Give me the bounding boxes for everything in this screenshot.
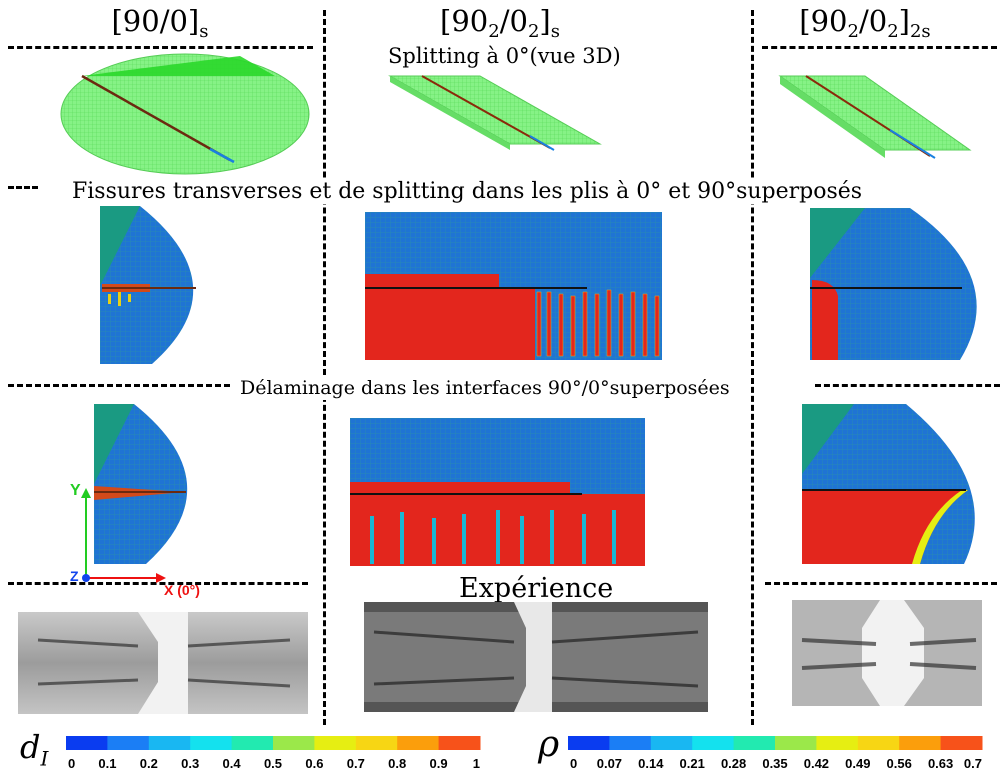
colorbar-segment <box>107 736 150 750</box>
colorbar-tick-label: 0.14 <box>638 756 664 771</box>
splitting-3d-view-2 <box>388 75 602 151</box>
colorbar-segment <box>66 736 108 750</box>
colorbar-tick-label: 0.8 <box>388 756 406 771</box>
colorbar-segment <box>273 736 315 750</box>
colorbar-tick-label: 1 <box>473 756 480 771</box>
colorbar-tick-label: 0 <box>68 756 75 771</box>
transverse-cracks-view-2 <box>365 212 662 360</box>
axis-y-label: Y <box>70 482 81 499</box>
separator-row1-left <box>8 46 313 49</box>
colorbar-density: 0 0.07 0.14 0.21 0.28 0.35 0.42 0.49 0.56 0.63 0.7 <box>568 736 983 771</box>
colorbar-segment <box>397 736 440 750</box>
colorbar-tick-label: 0.28 <box>721 756 746 771</box>
separator-row2-left <box>8 186 38 189</box>
colorbar-tick-label: 0.2 <box>140 756 158 771</box>
colorbar-segment <box>190 736 233 750</box>
column-title-3: [902/02]2s <box>799 4 931 42</box>
colorbar-segment <box>775 736 817 750</box>
colorbar-segment <box>355 736 398 750</box>
colorbar-tick-label: 0.49 <box>845 756 870 771</box>
experiment-image-1 <box>18 612 308 714</box>
colorbar-tick-label: 0.1 <box>98 756 116 771</box>
colorbar-segment <box>314 736 357 750</box>
delamination-view-1 <box>94 404 188 564</box>
column-title-2: [902/02]s <box>440 4 560 42</box>
colorbar-segment <box>650 736 693 750</box>
row-title-splitting: Splitting à 0°(vue 3D) <box>388 44 621 68</box>
separator-right <box>751 10 754 725</box>
colorbar-tick-label: 0.35 <box>762 756 787 771</box>
colorbar-tick-label: 0.6 <box>305 756 323 771</box>
colorbar-tick-label: 0.4 <box>223 756 242 771</box>
row-title-experiment: Expérience <box>459 573 614 604</box>
delamination-view-3 <box>802 404 975 564</box>
colorbar-tick-label: 0.63 <box>928 756 953 771</box>
row-title-transverse: Fissures transverses et de splitting dan… <box>72 179 863 204</box>
separator-row1-right <box>762 46 997 49</box>
experiment-image-2 <box>364 602 708 712</box>
colorbar-segment <box>816 736 859 750</box>
separator-row3-left <box>8 384 230 387</box>
transverse-cracks-view-3 <box>810 208 977 360</box>
separator-row4-right <box>765 582 997 585</box>
colorbar-symbol-rho: ρ <box>538 724 560 765</box>
colorbar-segment <box>692 736 735 750</box>
colorbar-segment <box>231 736 274 750</box>
experiment-image-3 <box>792 600 982 706</box>
colorbar-segment <box>733 736 776 750</box>
colorbar-tick-label: 0.56 <box>887 756 912 771</box>
colorbar-segment <box>568 736 610 750</box>
delamination-view-2 <box>350 418 645 566</box>
splitting-3d-view-3 <box>778 75 972 159</box>
colorbar-tick-label: 0.7 <box>347 756 365 771</box>
transverse-cracks-view-1 <box>100 206 196 364</box>
colorbar-tick-label: 0.5 <box>264 756 282 771</box>
separator-row4-left <box>8 582 308 585</box>
splitting-3d-view-1 <box>60 53 310 175</box>
axis-z-label: Z <box>70 568 79 584</box>
separator-row3-right <box>815 384 1000 387</box>
colorbar-symbol-dI: dI <box>20 728 49 771</box>
colorbar-tick-label: 0.9 <box>430 756 448 771</box>
colorbar-segment <box>857 736 900 750</box>
row-title-delamination: Délaminage dans les interfaces 90°/0°sup… <box>240 376 730 400</box>
colorbar-tick-label: 0.42 <box>804 756 829 771</box>
colorbar-segment <box>940 736 983 750</box>
colorbar-tick-label: 0.3 <box>181 756 199 771</box>
colorbar-tick-label: 0.7 <box>964 756 982 771</box>
axis-x-label: X (0°) <box>164 582 200 598</box>
separator-left <box>323 10 326 725</box>
column-title-1: [90/0]s <box>111 4 209 42</box>
colorbar-segment <box>609 736 652 750</box>
colorbar-tick-label: 0 <box>570 756 577 771</box>
colorbar-segment <box>438 736 481 750</box>
axis-triad <box>81 488 166 583</box>
colorbar-segment <box>148 736 191 750</box>
colorbar-segment <box>899 736 942 750</box>
colorbar-tick-label: 0.21 <box>680 756 705 771</box>
colorbar-tick-label: 0.07 <box>597 756 622 771</box>
colorbar-damage: 0 0.1 0.2 0.3 0.4 0.5 0.6 0.7 0.8 0.9 1 <box>66 736 481 771</box>
